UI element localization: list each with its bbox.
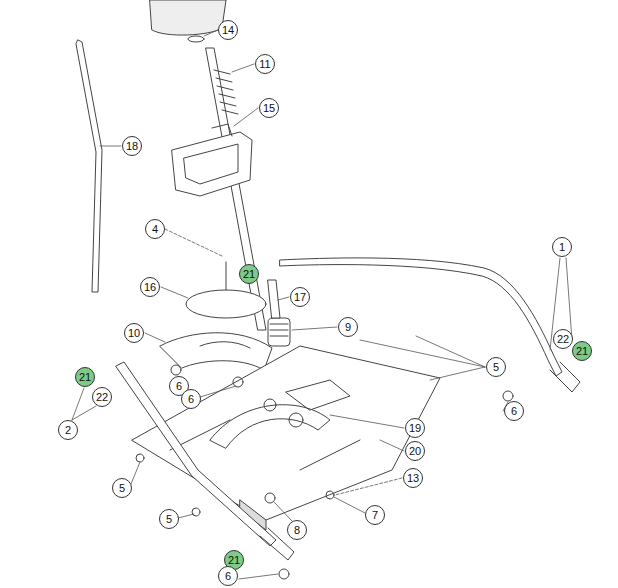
callout-number: 4 xyxy=(145,219,165,239)
callout-number: 6 xyxy=(504,401,524,421)
callout-number: 15 xyxy=(259,98,279,118)
callout-number: 6 xyxy=(218,566,238,586)
callout-number: 9 xyxy=(338,317,358,337)
callout-number: 17 xyxy=(290,287,310,307)
callout-number: 19 xyxy=(405,418,425,438)
callout-number: 22 xyxy=(553,329,573,349)
callout-number: 5 xyxy=(486,357,506,377)
callout-number: 13 xyxy=(403,468,423,488)
callout-number: 11 xyxy=(255,54,275,74)
callout-number: 2 xyxy=(58,420,78,440)
callout-number: 21 xyxy=(75,367,95,387)
callout-number: 8 xyxy=(287,520,307,540)
callout-number: 10 xyxy=(124,323,144,343)
callout-number: 14 xyxy=(218,20,238,40)
callout-number: 16 xyxy=(140,277,160,297)
callout-number: 21 xyxy=(572,341,592,361)
callout-number: 5 xyxy=(159,509,179,529)
callout-number: 1 xyxy=(552,237,572,257)
callout-number: 21 xyxy=(239,264,259,284)
callout-number: 5 xyxy=(112,478,132,498)
callout-number: 20 xyxy=(405,441,425,461)
callout-number: 18 xyxy=(122,136,142,156)
callout-number: 7 xyxy=(365,505,385,525)
callout-number: 6 xyxy=(181,389,201,409)
callout-number: 22 xyxy=(92,387,112,407)
